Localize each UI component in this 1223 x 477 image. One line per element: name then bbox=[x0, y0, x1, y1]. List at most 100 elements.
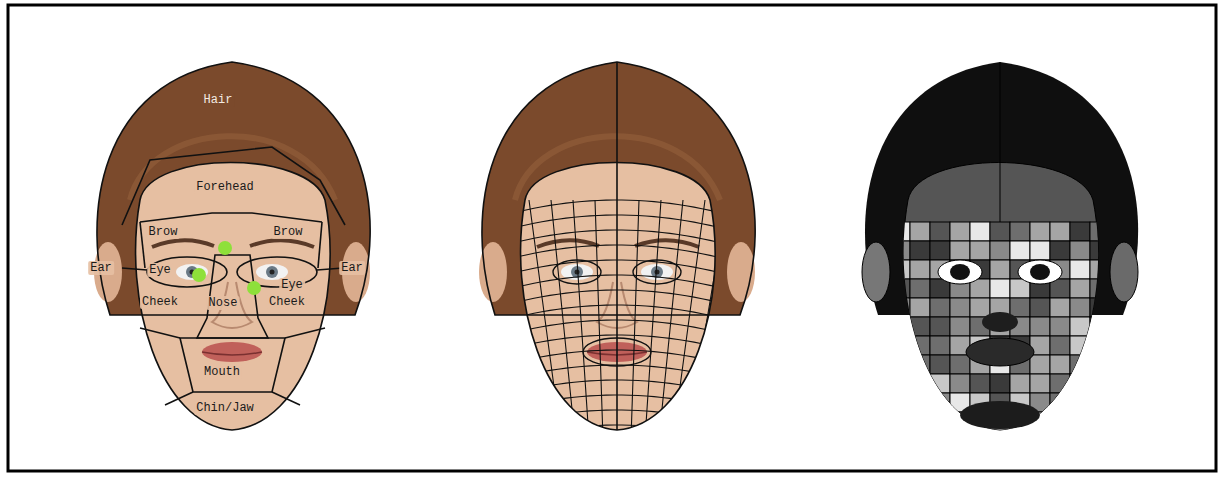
mesh-line bbox=[470, 230, 758, 256]
mosaic-cell bbox=[850, 355, 870, 374]
mosaic-cell bbox=[850, 431, 870, 450]
mosaic-cell bbox=[1150, 241, 1170, 260]
mosaic-cell bbox=[1010, 298, 1030, 317]
mesh-line bbox=[470, 350, 758, 376]
mosaic-cell bbox=[930, 374, 950, 393]
mosaic-cell bbox=[1110, 222, 1130, 241]
mesh-line bbox=[631, 200, 639, 430]
mesh-line bbox=[573, 200, 588, 430]
region-label: Forehead bbox=[194, 180, 256, 194]
mesh-line bbox=[470, 290, 758, 316]
mosaic-cell bbox=[1010, 431, 1030, 450]
mesh-line bbox=[689, 200, 728, 430]
region-label: Hair bbox=[202, 93, 235, 107]
mosaic-cell bbox=[1130, 336, 1150, 355]
mosaic-cell bbox=[1110, 241, 1130, 260]
mosaic-cell bbox=[930, 355, 950, 374]
mosaic-cell bbox=[1070, 374, 1090, 393]
mosaic-cell bbox=[1090, 298, 1110, 317]
mosaic-cell bbox=[850, 279, 870, 298]
mosaic-cell bbox=[850, 317, 870, 336]
mosaic-cell bbox=[1010, 222, 1030, 241]
mosaic-cell bbox=[930, 241, 950, 260]
mosaic-cell bbox=[1070, 336, 1090, 355]
mosaic-cell bbox=[870, 355, 890, 374]
mosaic-cell bbox=[1010, 241, 1030, 260]
mosaic-cell bbox=[1130, 393, 1150, 412]
mosaic-cell bbox=[870, 298, 890, 317]
mosaic-cell bbox=[890, 260, 910, 279]
mosaic-cell bbox=[1150, 260, 1170, 279]
mosaic-cell bbox=[1110, 355, 1130, 374]
mosaic-cell bbox=[1070, 355, 1090, 374]
mosaic-cell bbox=[890, 279, 910, 298]
mosaic-cell bbox=[1030, 241, 1050, 260]
mosaic-cell bbox=[1070, 298, 1090, 317]
mesh-line bbox=[470, 275, 758, 301]
mosaic-cell bbox=[870, 336, 890, 355]
mosaic-cell bbox=[1110, 298, 1130, 317]
mesh-line bbox=[470, 260, 758, 286]
mosaic-cell bbox=[990, 222, 1010, 241]
mosaic-cell bbox=[1130, 298, 1150, 317]
mosaic-cell bbox=[1030, 355, 1050, 374]
mosaic-cell bbox=[930, 336, 950, 355]
mosaic-cell bbox=[1050, 317, 1070, 336]
mosaic-cell bbox=[830, 317, 850, 336]
mosaic-cell bbox=[850, 412, 870, 431]
mosaic-cell bbox=[1030, 298, 1050, 317]
face-photo bbox=[94, 62, 370, 430]
mesh-line bbox=[646, 200, 661, 430]
mosaic-cell bbox=[1110, 317, 1130, 336]
mosaic-cell bbox=[930, 431, 950, 450]
mesh-line bbox=[470, 215, 758, 241]
mosaic-cell bbox=[1030, 431, 1050, 450]
mosaic-cell bbox=[950, 317, 970, 336]
mosaic-cell bbox=[910, 336, 930, 355]
mesh-line bbox=[507, 200, 546, 430]
mosaic-cell bbox=[870, 260, 890, 279]
mosaic-cell bbox=[950, 298, 970, 317]
mosaic-cell bbox=[1050, 431, 1070, 450]
region-label: Brow bbox=[272, 225, 305, 239]
mosaic-cell bbox=[1090, 336, 1110, 355]
mesh-line bbox=[703, 200, 749, 430]
mosaic-cell bbox=[1130, 355, 1150, 374]
mosaic-cell bbox=[850, 260, 870, 279]
mosaic-cell bbox=[910, 393, 930, 412]
mosaic-cell bbox=[930, 317, 950, 336]
mosaic-cell bbox=[1050, 336, 1070, 355]
mosaic-cell bbox=[850, 298, 870, 317]
mosaic-cell bbox=[830, 279, 850, 298]
head-outline bbox=[482, 62, 755, 430]
mosaic-cell bbox=[910, 355, 930, 374]
mosaic-cell bbox=[870, 412, 890, 431]
mosaic-cell bbox=[910, 241, 930, 260]
mesh-line bbox=[470, 335, 758, 361]
mosaic-cell bbox=[1130, 317, 1150, 336]
mosaic-cell bbox=[850, 222, 870, 241]
mesh-line bbox=[470, 320, 758, 346]
region-outlines bbox=[97, 62, 370, 430]
mosaic-cell bbox=[1030, 374, 1050, 393]
mosaic-cell bbox=[1090, 393, 1110, 412]
mosaic-cell bbox=[1050, 412, 1070, 431]
face-mesh bbox=[470, 200, 758, 451]
mosaic-cell bbox=[890, 431, 910, 450]
mosaic-cell bbox=[850, 393, 870, 412]
mosaic-cell bbox=[1070, 241, 1090, 260]
mosaic-features bbox=[938, 62, 1062, 429]
mosaic-cell bbox=[890, 393, 910, 412]
mosaic-cell bbox=[870, 279, 890, 298]
region-label: Ear bbox=[339, 261, 365, 275]
landmark-dots bbox=[192, 241, 261, 295]
mosaic-cell bbox=[1150, 336, 1170, 355]
mosaic-cell bbox=[1070, 260, 1090, 279]
mosaic-cell bbox=[1150, 393, 1170, 412]
mosaic-cell bbox=[830, 355, 850, 374]
mosaic-cell bbox=[830, 393, 850, 412]
mosaic-cell bbox=[870, 431, 890, 450]
mosaic-cell bbox=[910, 374, 930, 393]
mosaic-cell bbox=[890, 222, 910, 241]
region-label: Nose bbox=[207, 296, 240, 310]
